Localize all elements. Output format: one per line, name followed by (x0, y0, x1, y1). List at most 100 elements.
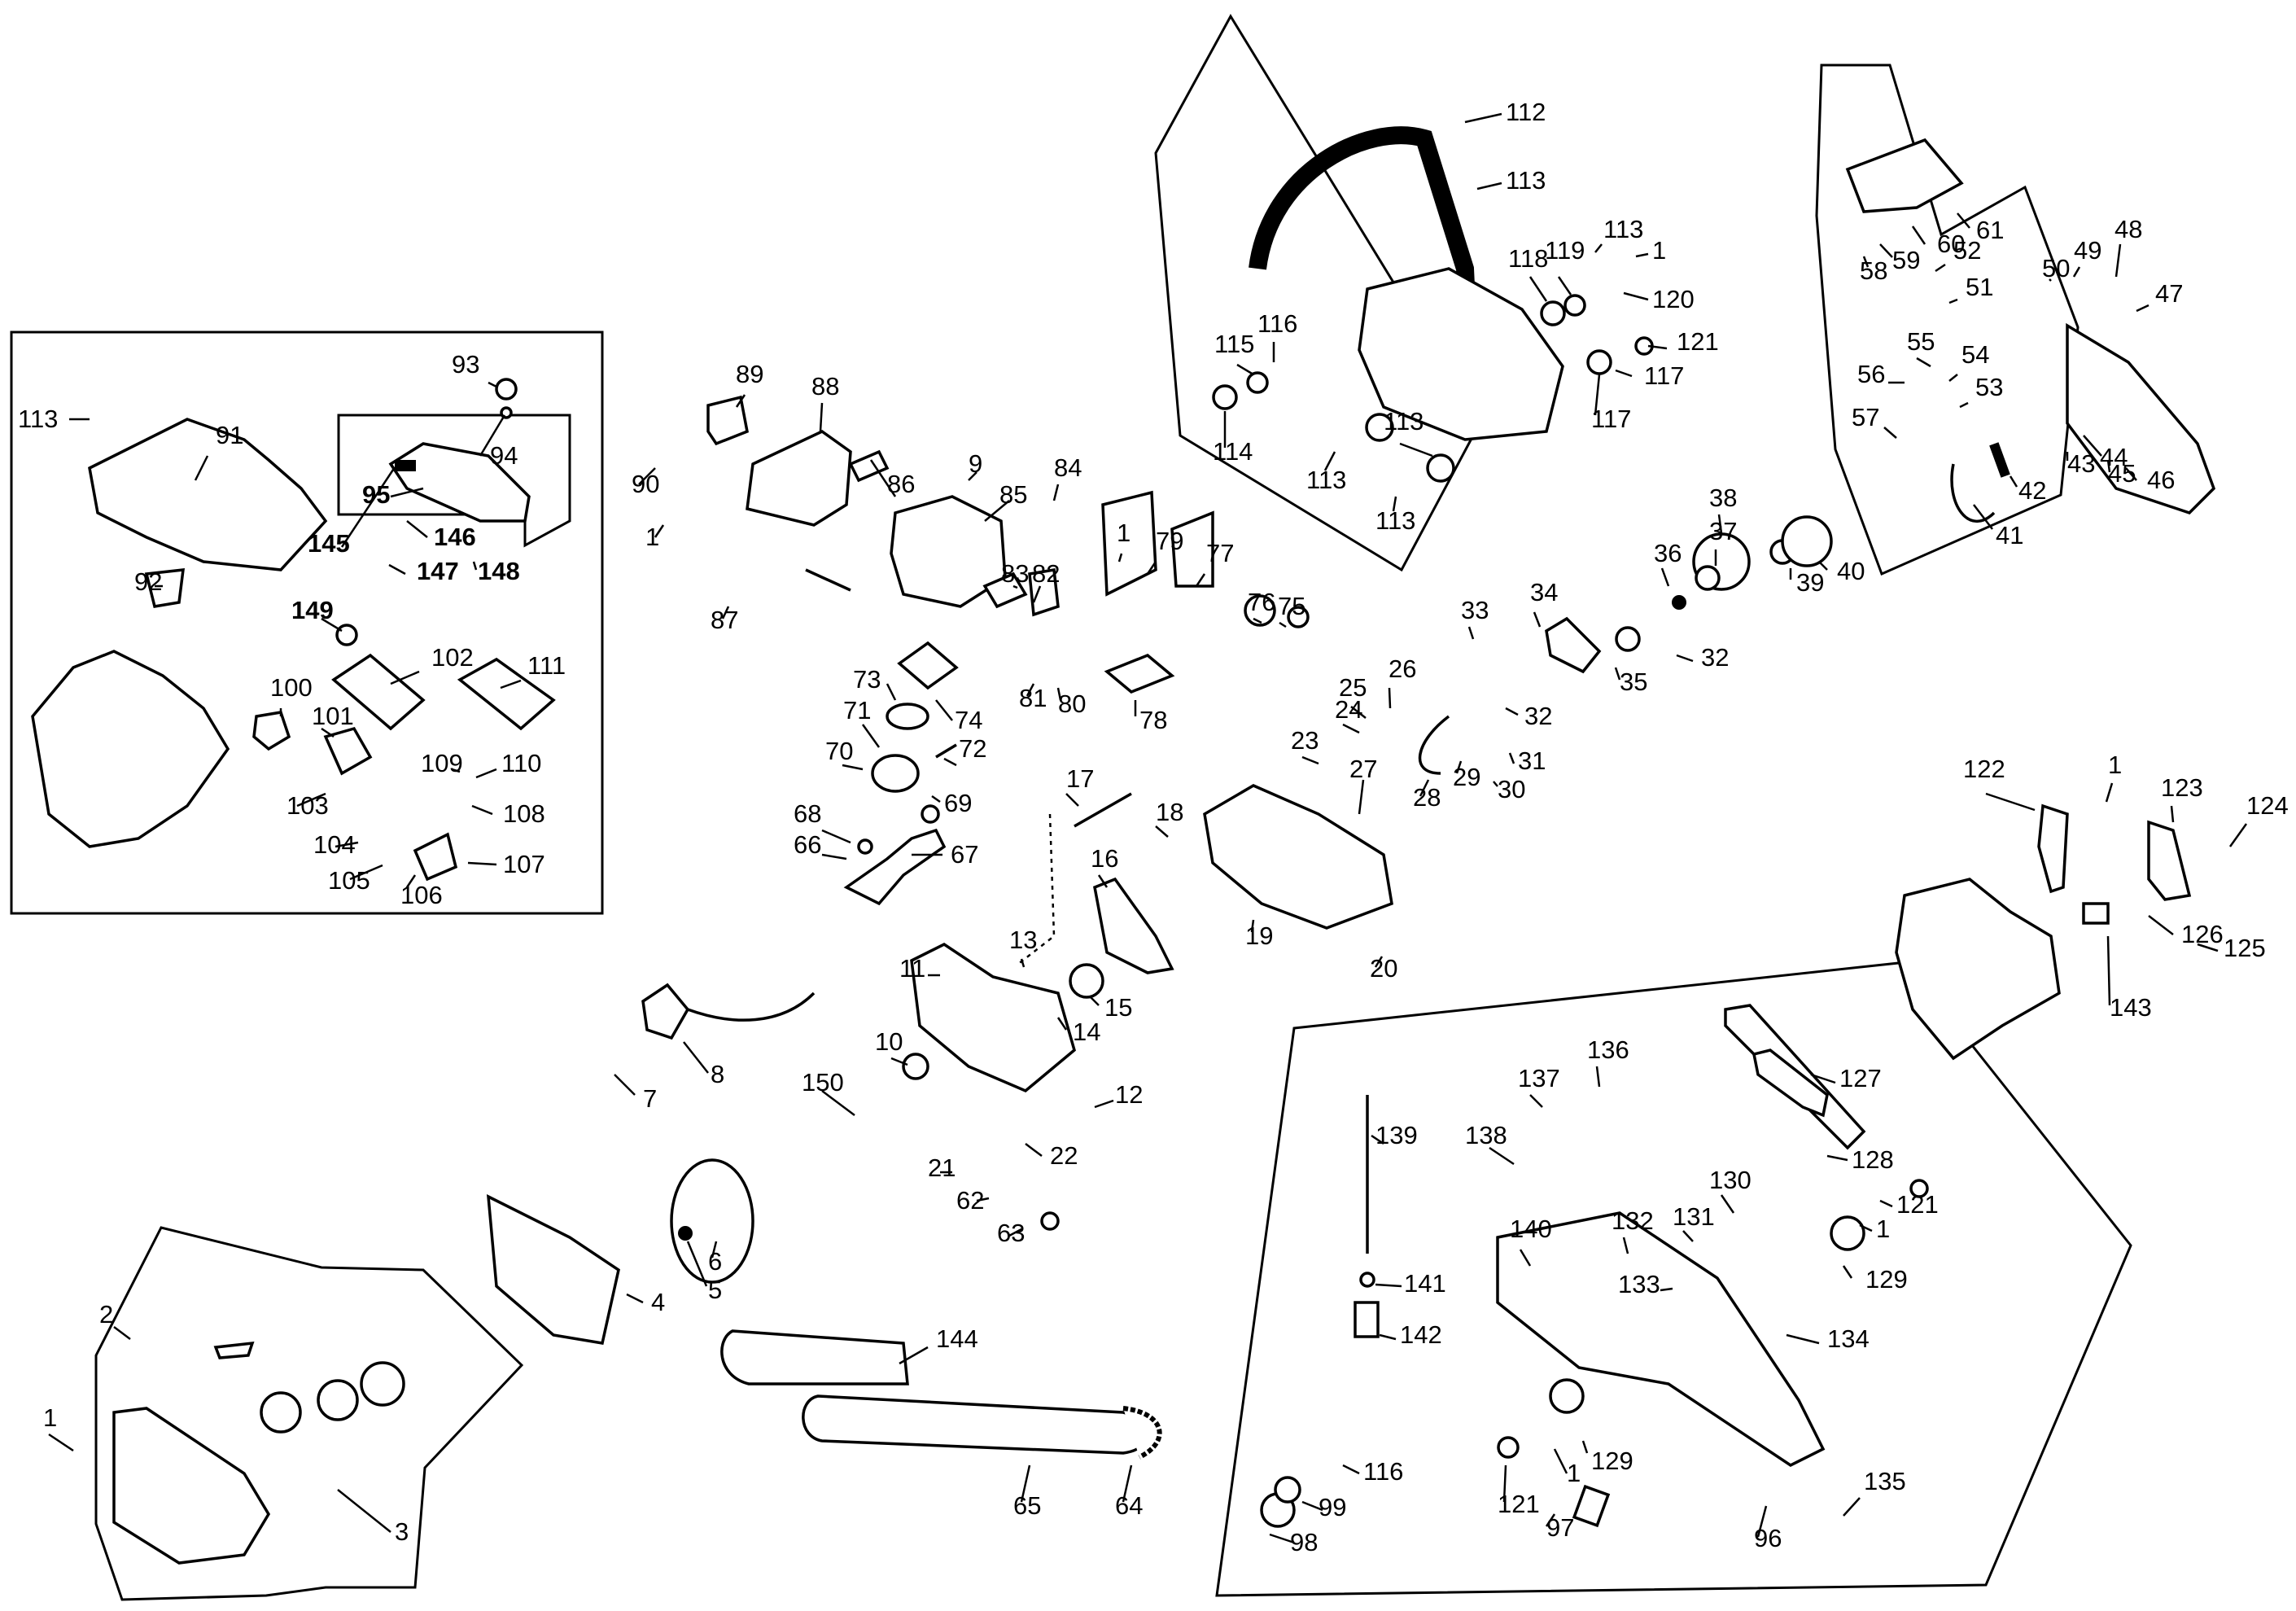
part-73-piston-rings (886, 703, 929, 730)
part-callout: 31 (1508, 746, 1546, 775)
part-number-label: 77 (1206, 539, 1234, 567)
part-number-label: 121 (1677, 327, 1719, 356)
part-number-label: 56 (1857, 360, 1885, 388)
leader-line (1419, 779, 1430, 797)
leader-line (711, 1241, 718, 1259)
part-callout: 74 (935, 699, 982, 734)
part-callout: 122 (1963, 755, 2036, 812)
part-number-label: 69 (944, 789, 972, 817)
part-callout: 106 (400, 874, 443, 909)
part-number-label: 28 (1413, 783, 1441, 812)
part-callout: 38 (1709, 484, 1737, 534)
leader-line (406, 520, 428, 538)
part-123-plate (2147, 820, 2192, 901)
part-callout: 73 (853, 665, 897, 701)
part-callout: 1 (645, 523, 665, 551)
part-callout: 147 (388, 557, 459, 585)
leader-line (821, 853, 847, 860)
part-callout: 33 (1461, 596, 1489, 640)
part-callout: 102 (390, 643, 474, 685)
part-callout: 7 (614, 1074, 657, 1113)
part-number-label: 14 (1073, 1018, 1100, 1046)
part-99-seal (1274, 1476, 1301, 1504)
part-37-bearing (1695, 565, 1721, 591)
leader-line (2136, 304, 2149, 313)
leader-line (1935, 263, 1946, 273)
part-callout: 34 (1530, 578, 1558, 628)
part-callout: 104 (313, 830, 359, 859)
part-number-label: 107 (503, 850, 545, 878)
part-callout: 32 (1505, 702, 1552, 730)
part-callout: 65 (1013, 1464, 1041, 1520)
part-callout: 101 (312, 702, 354, 738)
leader-line (1301, 1500, 1323, 1512)
part-callout: 90 (632, 467, 659, 498)
part-122-chain-catcher (2037, 803, 2069, 894)
leader-line (1253, 617, 1262, 624)
part-number-label: 89 (736, 360, 763, 388)
part-callout: 2 (99, 1300, 131, 1340)
part-callout: 117 (1615, 361, 1684, 390)
part-callout: 52 (1935, 236, 1981, 273)
part-callout: 49 (2072, 236, 2101, 278)
leader-line (1957, 212, 1970, 229)
part-callout: 35 (1614, 667, 1647, 696)
leader-line (1375, 1283, 1402, 1288)
part-callout: 1 (1553, 1448, 1581, 1487)
leader-line (1879, 243, 1893, 258)
part-callout: 21 (928, 1154, 956, 1182)
leader-line (1553, 1448, 1568, 1474)
part-callout: 88 (811, 372, 839, 432)
part-number-label: 90 (632, 470, 659, 498)
part-121-bushing-b (1909, 1179, 1929, 1198)
part-callout: 6 (708, 1241, 722, 1276)
part-61-hand-guard (1845, 138, 1964, 213)
leader-line (1879, 1199, 1893, 1208)
part-86-gasket (848, 449, 890, 483)
part-callout: 149 (291, 596, 343, 633)
part-number-label: 93 (452, 350, 479, 379)
part-number-label: 67 (951, 840, 978, 869)
part-number-label: 10 (875, 1027, 903, 1056)
part-number-label: 144 (936, 1324, 978, 1353)
part-callout: 42 (2009, 475, 2046, 505)
part-121-bushing-c (1497, 1436, 1520, 1459)
part-number-label: 1 (1567, 1459, 1581, 1487)
part-callout: 51 (1948, 273, 1993, 304)
part-callout: 137 (1518, 1064, 1560, 1108)
leader-line (1948, 374, 1958, 382)
part-callout: 113 (18, 405, 90, 433)
part-callout: 138 (1465, 1121, 1515, 1166)
part-88-muffler (746, 429, 852, 527)
part-number-label: 119 (1545, 236, 1585, 265)
part-callout: 150 (802, 1068, 855, 1116)
part-102-air-filter (331, 653, 426, 731)
part-number-label: 73 (853, 665, 881, 694)
leader-line (1399, 442, 1433, 457)
leader-line (390, 670, 420, 685)
part-number-label: 1 (1876, 1215, 1890, 1243)
part-85-cylinder (890, 495, 1007, 608)
part-number-label: 112 (1506, 98, 1546, 126)
part-callout: 116 (1342, 1457, 1403, 1486)
part-number-label: 34 (1530, 578, 1558, 606)
leader-line (451, 768, 461, 773)
part-callout: 1 (43, 1403, 74, 1452)
leader-line (1020, 1464, 1031, 1503)
leader-line (1818, 561, 1828, 571)
part-number-label: 47 (2155, 279, 2183, 308)
part-callout: 67 (912, 840, 978, 869)
part-number-label: 51 (1966, 273, 1993, 301)
part-number-label: 136 (1587, 1035, 1629, 1064)
part-number-label: 81 (1019, 684, 1047, 712)
part-128-throttle-lever (1752, 1048, 1829, 1118)
group-box-starter (94, 1226, 524, 1601)
leader-line (467, 861, 497, 866)
leader-line (1374, 956, 1384, 968)
part-callout: 82 (1032, 559, 1060, 603)
leader-line (1358, 779, 1365, 815)
leader-line (2009, 475, 2018, 488)
part-number-label: 140 (1510, 1215, 1552, 1243)
part-number-label: 2 (99, 1300, 113, 1329)
leader-line (1911, 225, 1926, 245)
